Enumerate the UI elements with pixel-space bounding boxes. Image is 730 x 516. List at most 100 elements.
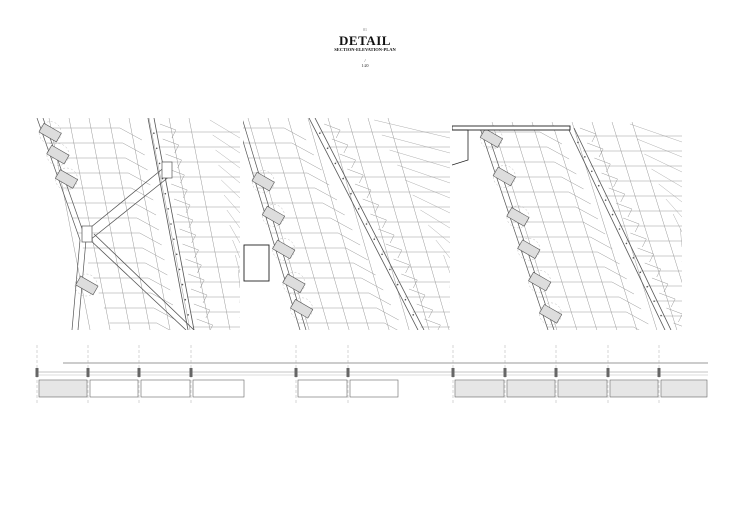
louvre-tip [339,153,356,169]
bolt [389,268,391,271]
louvre-blade [261,202,345,216]
bolt [404,298,407,301]
outer-line [651,168,682,188]
outer-line [449,285,450,288]
glass-panel [89,379,139,398]
glass-panel [192,379,245,398]
outer-line [681,291,682,292]
node-plate [161,161,173,179]
mullion-line [591,122,658,330]
bolt [155,147,158,150]
glass-support [485,127,555,330]
lower-strut [87,237,187,330]
louvre-tip [401,273,418,289]
clamp-detail-circle [528,270,551,293]
mullion-line [551,122,618,330]
slab-edge [243,244,270,282]
clamp-detail-circle [46,143,70,166]
louvre-blade [293,307,399,321]
louvre-blade [284,277,384,291]
louvre-blade [536,296,642,310]
post [606,368,610,377]
outer-line [389,149,450,169]
bolt [597,184,600,187]
louvre-tip [601,172,618,188]
louvre-tip [666,307,682,323]
glass-clamp [75,275,99,296]
glass-clamp [517,239,541,259]
louvre-tip [615,202,633,218]
louvre-tip [370,213,387,229]
glass-clamp [479,128,503,148]
louvre-tip [165,153,182,169]
louvre-blade [248,157,322,171]
glass-clamp [251,171,275,192]
outer-line [443,254,450,274]
sheet-mark: 01 [363,27,367,32]
glass-clamp [38,122,62,143]
mullion-line [267,118,330,330]
louvre-blade [243,142,314,156]
bolt [326,147,329,150]
drawing-subtitle: SECTION-ELEVATION-PLAN [334,47,396,52]
brace [89,175,171,241]
drawing-scale: /1:20 [0,58,730,68]
bolt [175,253,178,256]
outer-line [420,209,450,229]
post [294,368,298,377]
louvre-tip [424,318,441,330]
outer-line [232,239,240,259]
louvre-blade [66,202,157,216]
glass-panel [349,379,399,398]
outer-line [374,119,450,139]
post [503,368,507,377]
louvre-blade [61,187,154,201]
bolt [412,314,415,316]
bolt [342,177,344,180]
louvre-tip [168,168,185,184]
louvre-tip [196,318,214,330]
top-beam [452,125,571,131]
bolt [350,192,352,195]
bolt [381,253,383,256]
mullion-line [327,118,390,330]
clamp-detail-circle [290,297,313,320]
section-panel [243,118,474,333]
louvre-blade [526,266,627,280]
louvre-blade [491,161,577,175]
steel-column [308,118,419,330]
louvre-blade [93,277,171,291]
node-plate [81,225,93,243]
outer-line [449,302,450,303]
bolt [632,257,635,259]
bolt [660,314,662,317]
bolt [318,132,321,134]
glass-clamp [290,299,314,319]
bolt [653,300,655,302]
louvre-blade [531,281,635,295]
glass-clamp [528,271,552,292]
mullion-line [491,122,558,330]
louvre-blade [88,262,168,276]
glass-clamp [506,207,530,227]
outer-line [681,306,682,307]
mullion-line [128,118,171,330]
louvre-tip [587,142,604,158]
louvre-tip [594,157,611,173]
mullion-line [168,118,211,330]
louvre-blade [546,326,640,330]
mullion-line [287,118,350,330]
outer-line [450,315,474,333]
louvre-tip [393,258,410,274]
bolt [167,208,169,210]
clamp-detail-circle [55,167,78,191]
bolt [618,228,621,230]
outer-line [665,198,682,218]
post [451,368,455,377]
outer-line [682,319,724,337]
mullion-line [511,122,578,330]
bolt [646,285,649,288]
louvre-tip [324,123,341,139]
bolt [365,223,368,225]
glass-panel [38,379,88,398]
